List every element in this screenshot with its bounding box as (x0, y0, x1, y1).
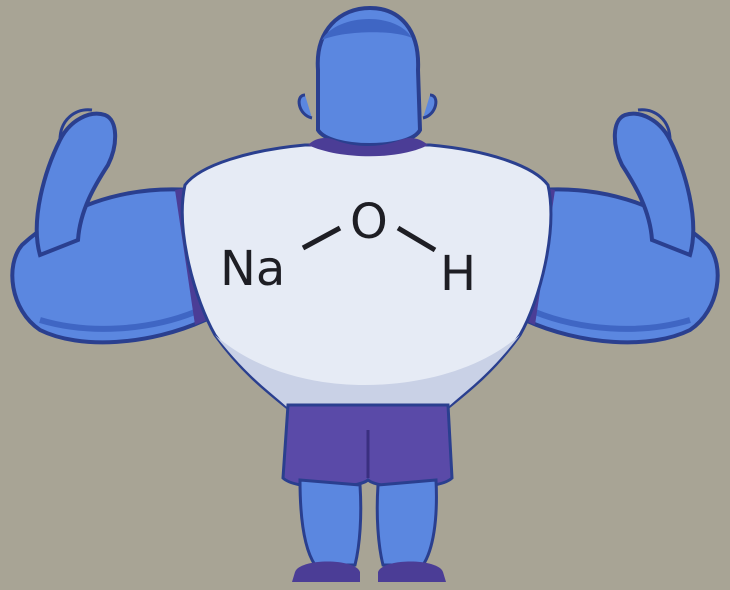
atom-na: Na (220, 241, 285, 297)
legs (292, 478, 446, 582)
atom-h: H (440, 246, 476, 302)
collar (308, 137, 428, 157)
right-arm (518, 108, 720, 345)
head (297, 5, 438, 147)
o-h-bond (396, 225, 437, 253)
left-shoe (292, 561, 360, 582)
naoh-formula: Na O H (220, 194, 476, 302)
right-shoe (378, 561, 446, 582)
atom-o: O (350, 194, 388, 250)
na-o-bond (301, 225, 342, 251)
shorts (281, 403, 454, 489)
